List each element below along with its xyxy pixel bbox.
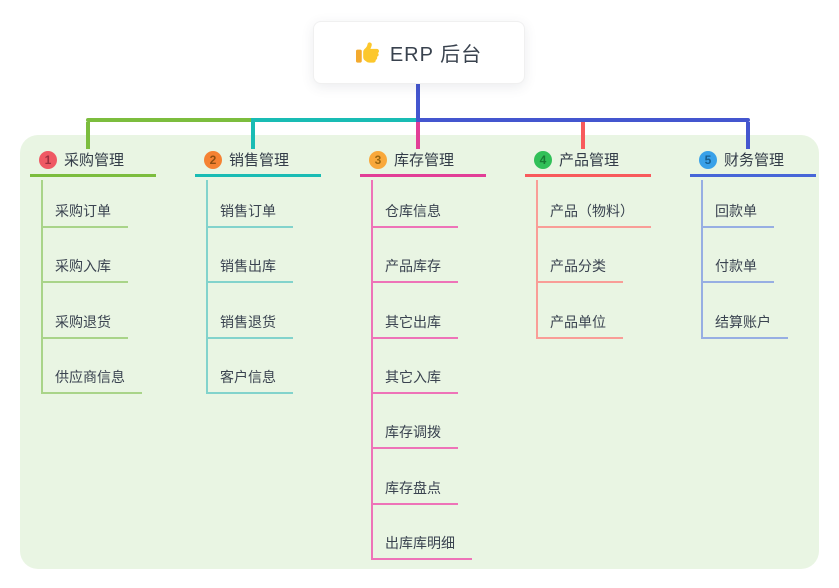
branch-1-label: 采购管理 (64, 152, 125, 169)
branch-5-child-node[interactable]: 回款单 (701, 198, 774, 228)
branch-4-child-node[interactable]: 产品单位 (536, 309, 623, 339)
connector-horizontal-left (86, 118, 253, 122)
branch-1-child-node[interactable]: 采购退货 (41, 309, 128, 339)
branch-4-badge: 4 (534, 150, 552, 169)
branch-1-header[interactable]: 1 采购管理 (30, 148, 156, 177)
branch-5-trunk-line (701, 180, 703, 339)
connector-drop-branch-5 (746, 122, 750, 149)
thumbs-up-icon (355, 42, 379, 63)
branch-3-child-node[interactable]: 产品库存 (371, 253, 458, 283)
branch-4-trunk-line (536, 180, 538, 339)
branch-3-child-node[interactable]: 仓库信息 (371, 198, 458, 228)
connector-drop-branch-3 (416, 122, 420, 149)
branch-2-child-node[interactable]: 销售出库 (206, 253, 293, 283)
branch-4-child-node[interactable]: 产品（物料） (536, 198, 651, 228)
connector-drop-branch-2 (251, 122, 255, 149)
branch-1-badge: 1 (39, 150, 57, 169)
branch-3-badge: 3 (369, 150, 387, 169)
branch-2-badge: 2 (204, 150, 222, 169)
branch-3-child-node[interactable]: 库存调拨 (371, 419, 458, 449)
branch-3-label: 库存管理 (394, 152, 455, 169)
branch-2-trunk-line (206, 180, 208, 394)
connector-horizontal-right (416, 118, 750, 122)
branch-3-child-node[interactable]: 其它出库 (371, 309, 458, 339)
connector-drop-branch-1 (86, 122, 90, 149)
branch-1-child-node[interactable]: 采购入库 (41, 253, 128, 283)
branch-4-child-node[interactable]: 产品分类 (536, 253, 623, 283)
branch-5-header[interactable]: 5 财务管理 (690, 148, 816, 177)
root-node[interactable]: ERP 后台 (313, 21, 525, 84)
connector-root-line (416, 81, 420, 120)
branch-1-child-node[interactable]: 采购订单 (41, 198, 128, 228)
root-label: ERP 后台 (389, 44, 483, 66)
connector-drop-branch-4 (581, 122, 585, 149)
branch-4-label: 产品管理 (559, 152, 620, 169)
branch-3-header[interactable]: 3 库存管理 (360, 148, 486, 177)
branch-2-child-node[interactable]: 销售订单 (206, 198, 293, 228)
branch-5-badge: 5 (699, 150, 717, 169)
branches-panel (20, 135, 819, 569)
branch-3-trunk-line (371, 180, 373, 560)
branch-3-child-node[interactable]: 出库库明细 (371, 530, 472, 560)
branch-2-child-node[interactable]: 客户信息 (206, 364, 293, 394)
branch-2-label: 销售管理 (229, 152, 290, 169)
branch-1-child-node[interactable]: 供应商信息 (41, 364, 142, 394)
branch-2-header[interactable]: 2 销售管理 (195, 148, 321, 177)
branch-4-header[interactable]: 4 产品管理 (525, 148, 651, 177)
branch-5-child-node[interactable]: 付款单 (701, 253, 774, 283)
branch-3-child-node[interactable]: 库存盘点 (371, 475, 458, 505)
branch-5-child-node[interactable]: 结算账户 (701, 309, 788, 339)
branch-5-label: 财务管理 (724, 152, 785, 169)
branch-2-child-node[interactable]: 销售退货 (206, 309, 293, 339)
branch-1-trunk-line (41, 180, 43, 394)
connector-horizontal-mid (251, 118, 418, 122)
branch-3-child-node[interactable]: 其它入库 (371, 364, 458, 394)
